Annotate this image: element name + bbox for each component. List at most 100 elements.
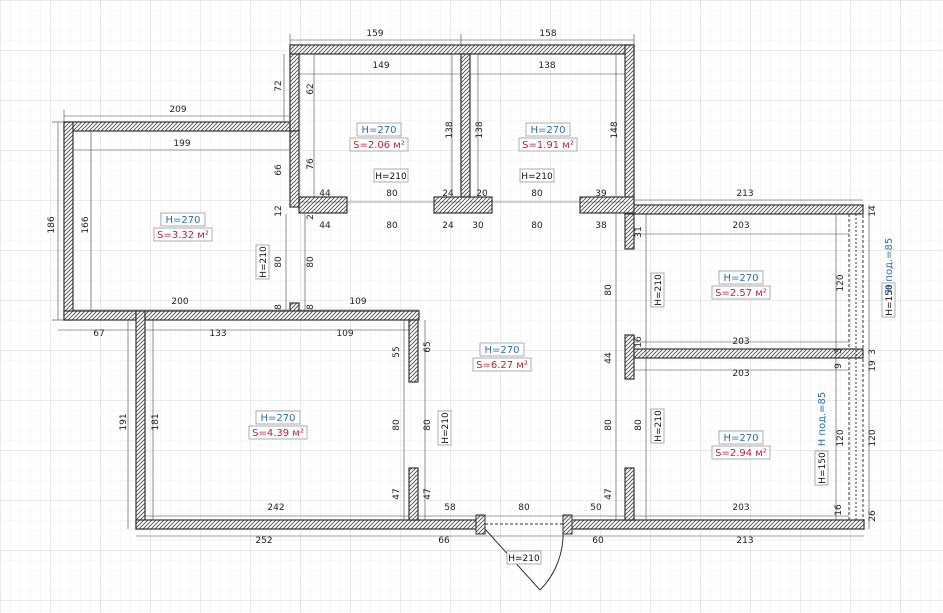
dimension-value: 44 xyxy=(319,221,331,231)
dimension-value: 199 xyxy=(173,139,190,149)
room-height: H=270 xyxy=(362,125,397,136)
dimension-value: 3 xyxy=(834,348,844,354)
sill-label-2: H под.=85 xyxy=(817,392,828,447)
opening-label-8: H=150 xyxy=(881,282,896,318)
dimension-value: 209 xyxy=(169,105,186,115)
dimension-value: 213 xyxy=(736,536,753,546)
dimension-value: 26 xyxy=(868,510,878,522)
opening-label-6: H=210 xyxy=(650,408,665,444)
dimension-lines xyxy=(52,34,870,537)
dimension-value: 138 xyxy=(538,61,555,71)
room-area: S=4.39 м² xyxy=(252,428,304,439)
dimension-value: 47 xyxy=(604,488,614,499)
svg-text:H под.=85: H под.=85 xyxy=(884,238,895,293)
dimension-value: 80 xyxy=(531,221,543,231)
dimension-value: 109 xyxy=(349,297,366,307)
dimension-value: 24 xyxy=(442,221,454,231)
dimension-value: 50 xyxy=(590,503,602,513)
dimension-value: 2 xyxy=(306,214,316,220)
dimension-value: 8 xyxy=(274,304,284,310)
dimension-value: 200 xyxy=(171,297,188,307)
dimension-value: 148 xyxy=(610,121,620,138)
dimension-value: 38 xyxy=(595,221,607,231)
opening-label-7: H=210 xyxy=(506,550,542,565)
room-height: H=270 xyxy=(485,345,520,356)
dimension-value: 47 xyxy=(423,488,433,499)
dimension-value: 159 xyxy=(366,29,383,39)
svg-text:H=210: H=210 xyxy=(375,172,407,182)
right-windows xyxy=(848,213,864,521)
dimension-value: 80 xyxy=(386,221,398,231)
dimension-value: 213 xyxy=(736,189,753,199)
dimension-value: 80 xyxy=(518,503,530,513)
room-area: S=3.32 м² xyxy=(157,230,209,241)
dimension-value: 19 xyxy=(868,360,878,372)
dimension-value: 80 xyxy=(392,419,402,431)
dimension-value: 62 xyxy=(306,83,316,94)
svg-text:H под.=85: H под.=85 xyxy=(817,392,828,447)
room-area: S=2.57 м² xyxy=(715,288,767,299)
svg-text:H=150: H=150 xyxy=(885,284,895,316)
dimension-value: 16 xyxy=(834,504,844,516)
dimension-value: 31 xyxy=(634,226,644,237)
dimension-value: 80 xyxy=(423,419,433,431)
dimension-value: 9 xyxy=(834,363,844,369)
dimension-value: 203 xyxy=(732,369,749,379)
dimension-value: 44 xyxy=(319,189,331,199)
dimension-value: 65 xyxy=(423,341,433,352)
room-area: S=2.06 м² xyxy=(353,140,405,151)
dimension-value: 252 xyxy=(255,536,272,546)
room-height: H=270 xyxy=(261,413,296,424)
svg-text:H=210: H=210 xyxy=(441,412,451,444)
dimension-value: 181 xyxy=(151,413,161,430)
dimension-value: 80 xyxy=(634,419,644,431)
dimension-value: 16 xyxy=(634,336,644,348)
room-area: S=1.91 м² xyxy=(522,140,574,151)
room-area: S=2.94 м² xyxy=(715,448,767,459)
dimension-value: 67 xyxy=(93,329,104,339)
dimension-value: 120 xyxy=(836,274,846,291)
dimension-value: 203 xyxy=(732,337,749,347)
dimension-value: 60 xyxy=(592,536,604,546)
dimension-value: 66 xyxy=(438,536,450,546)
dimension-value: 203 xyxy=(732,221,749,231)
room-height: H=270 xyxy=(166,215,201,226)
dimension-value: 72 xyxy=(274,80,284,91)
room-height: H=270 xyxy=(531,125,566,136)
svg-text:H=210: H=210 xyxy=(259,246,269,278)
room-area: S=6.27 м² xyxy=(476,360,528,371)
dimension-value: 44 xyxy=(604,352,614,364)
dimension-value: 138 xyxy=(475,121,485,138)
opening-label-2: H=210 xyxy=(519,168,555,183)
dimension-value: 66 xyxy=(274,164,284,176)
dimension-value: 20 xyxy=(476,189,488,199)
opening-label-4: H=210 xyxy=(650,272,665,308)
svg-text:H=210: H=210 xyxy=(654,274,664,306)
dimension-value: 242 xyxy=(267,503,284,513)
dimension-value: 80 xyxy=(604,419,614,431)
dimension-value: 149 xyxy=(372,61,389,71)
dimension-value: 80 xyxy=(604,284,614,296)
dimension-value: 186 xyxy=(47,216,57,233)
svg-text:H=210: H=210 xyxy=(508,554,540,564)
dimension-value: 12 xyxy=(274,205,284,216)
dimension-value: 55 xyxy=(392,346,402,357)
dimension-value: 109 xyxy=(336,329,353,339)
dimension-value: 39 xyxy=(595,189,607,199)
dimension-value: 166 xyxy=(81,216,91,233)
dimension-value: 80 xyxy=(306,256,316,268)
dimension-value: 24 xyxy=(442,189,454,199)
dimension-value: 80 xyxy=(274,256,284,268)
dimension-value: 30 xyxy=(472,221,484,231)
dimension-value: 138 xyxy=(445,121,455,138)
opening-label-1: H=210 xyxy=(373,168,409,183)
dimension-value: 58 xyxy=(444,503,456,513)
dimension-value: 120 xyxy=(836,429,846,446)
